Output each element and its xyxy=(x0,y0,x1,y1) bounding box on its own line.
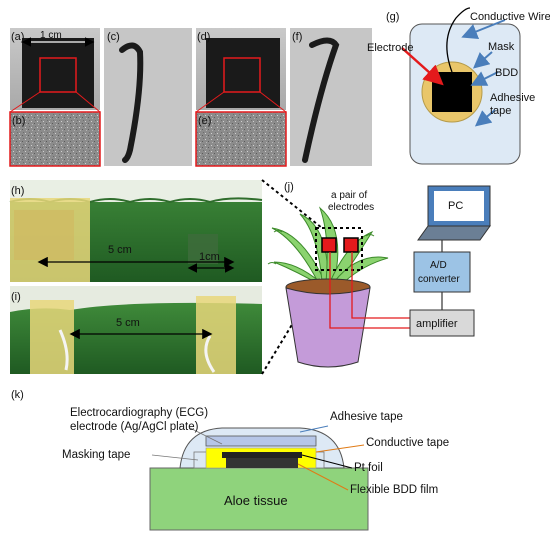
panel-d: (d) xyxy=(196,28,286,110)
panel-a: 1 cm (a) xyxy=(10,28,100,110)
label-mask: Mask xyxy=(488,41,515,53)
ad-converter-box xyxy=(413,251,471,293)
label-ad-2: converter xyxy=(418,274,460,285)
label-electrode: Electrode xyxy=(367,42,413,54)
width-label-h: 1cm xyxy=(199,251,220,263)
zoom-image-b xyxy=(9,111,101,167)
distance-label-i: 5 cm xyxy=(116,317,140,329)
panel-label-h: (h) xyxy=(11,185,24,197)
panel-label-j: (j) xyxy=(284,181,294,193)
label-electrodes-2: electrodes xyxy=(328,202,374,213)
label-adhesive-tape: Adhesive tape xyxy=(330,411,403,423)
panel-j: (j) a pair of electrodes PC xyxy=(267,181,491,368)
plant-pot xyxy=(285,287,371,368)
label-ad-1: A/D xyxy=(430,260,447,271)
pc-laptop: PC xyxy=(417,185,491,241)
label-adhesive-2: tape xyxy=(490,105,511,117)
label-aloe-tissue: Aloe tissue xyxy=(224,493,288,508)
pt-foil-layer xyxy=(222,452,302,458)
electrode-2 xyxy=(343,237,359,253)
label-bdd: BDD xyxy=(495,67,518,79)
bent-film-f xyxy=(302,37,340,163)
panel-c: (c) xyxy=(104,28,192,166)
zoom-box-a xyxy=(39,57,77,93)
bent-film-c xyxy=(119,42,144,163)
panel-label-c: (c) xyxy=(107,31,120,43)
label-pc: PC xyxy=(448,200,463,212)
panel-label-e: (e) xyxy=(198,115,211,127)
label-ecg-1: Electrocardiography (ECG) xyxy=(70,407,208,419)
masking-tape-i-right xyxy=(196,296,236,374)
zoom-lines xyxy=(261,179,325,375)
panel-label-f: (f) xyxy=(292,31,302,43)
label-adhesive-1: Adhesive xyxy=(490,92,535,104)
label-pt-foil: Pt foil xyxy=(354,462,383,474)
ecg-electrode-plate xyxy=(205,435,317,447)
bdd-square-g xyxy=(432,72,472,112)
panel-k: (k) Aloe tissue Electrocardiography (ECG… xyxy=(11,389,449,531)
label-conductive-tape: Conductive tape xyxy=(366,437,449,449)
panel-label-b: (b) xyxy=(12,115,25,127)
bdd-film-layer xyxy=(226,458,298,468)
label-amplifier: amplifier xyxy=(416,318,458,330)
panel-label-i: (i) xyxy=(11,291,21,303)
label-flexible-bdd: Flexible BDD film xyxy=(350,484,438,496)
panel-b: (b) xyxy=(9,91,101,167)
scale-label-a: 1 cm xyxy=(40,30,62,41)
panel-label-d: (d) xyxy=(197,31,210,43)
electrodes-zoom-box xyxy=(315,227,363,271)
label-conductive-wire: Conductive Wire xyxy=(470,11,550,23)
distance-label-h: 5 cm xyxy=(108,244,132,256)
panel-label-g: (g) xyxy=(386,11,399,23)
panel-label-k: (k) xyxy=(11,389,24,401)
zoom-image-e xyxy=(195,111,287,167)
conductive-wire-g xyxy=(446,7,471,73)
panel-g: (g) Conductive Wire Mask Electrode BDD A… xyxy=(367,7,550,165)
aloe-tissue-block xyxy=(149,467,369,531)
panel-f: (f) xyxy=(290,28,372,166)
panel-h: 5 cm 1cm (h) xyxy=(9,180,263,282)
panel-label-a: (a) xyxy=(11,31,24,43)
panel-i: 5 cm (i) xyxy=(10,286,262,374)
label-masking-tape: Masking tape xyxy=(62,449,130,461)
amplifier-box xyxy=(409,309,475,337)
label-electrodes-1: a pair of xyxy=(331,190,367,201)
panel-e: (e) xyxy=(195,91,287,167)
label-ecg-2: electrode (Ag/AgCl plate) xyxy=(70,421,199,433)
electrode-1 xyxy=(321,237,337,253)
